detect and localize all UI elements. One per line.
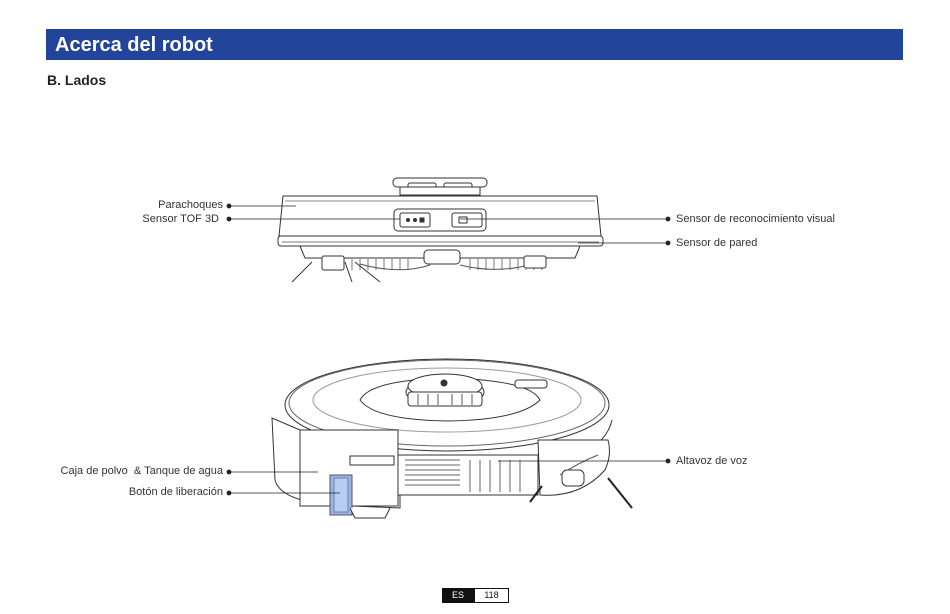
label-tof-sensor: Sensor TOF 3D [142, 213, 219, 226]
label-dust-box: Caja de polvo & Tanque de agua [61, 465, 223, 478]
label-release-button: Botón de liberación [129, 486, 223, 499]
page-number-badge: ES 118 [442, 588, 509, 603]
robot-perspective-view [272, 359, 632, 518]
label-wall-sensor: Sensor de pared [676, 237, 757, 250]
label-speaker: Altavoz de voz [676, 455, 748, 468]
label-visual-sensor: Sensor de reconocimiento visual [676, 213, 835, 226]
label-bumper: Parachoques [158, 199, 223, 212]
language-code: ES [442, 588, 474, 603]
page-number: 118 [474, 588, 509, 603]
robot-side-view [278, 178, 603, 282]
